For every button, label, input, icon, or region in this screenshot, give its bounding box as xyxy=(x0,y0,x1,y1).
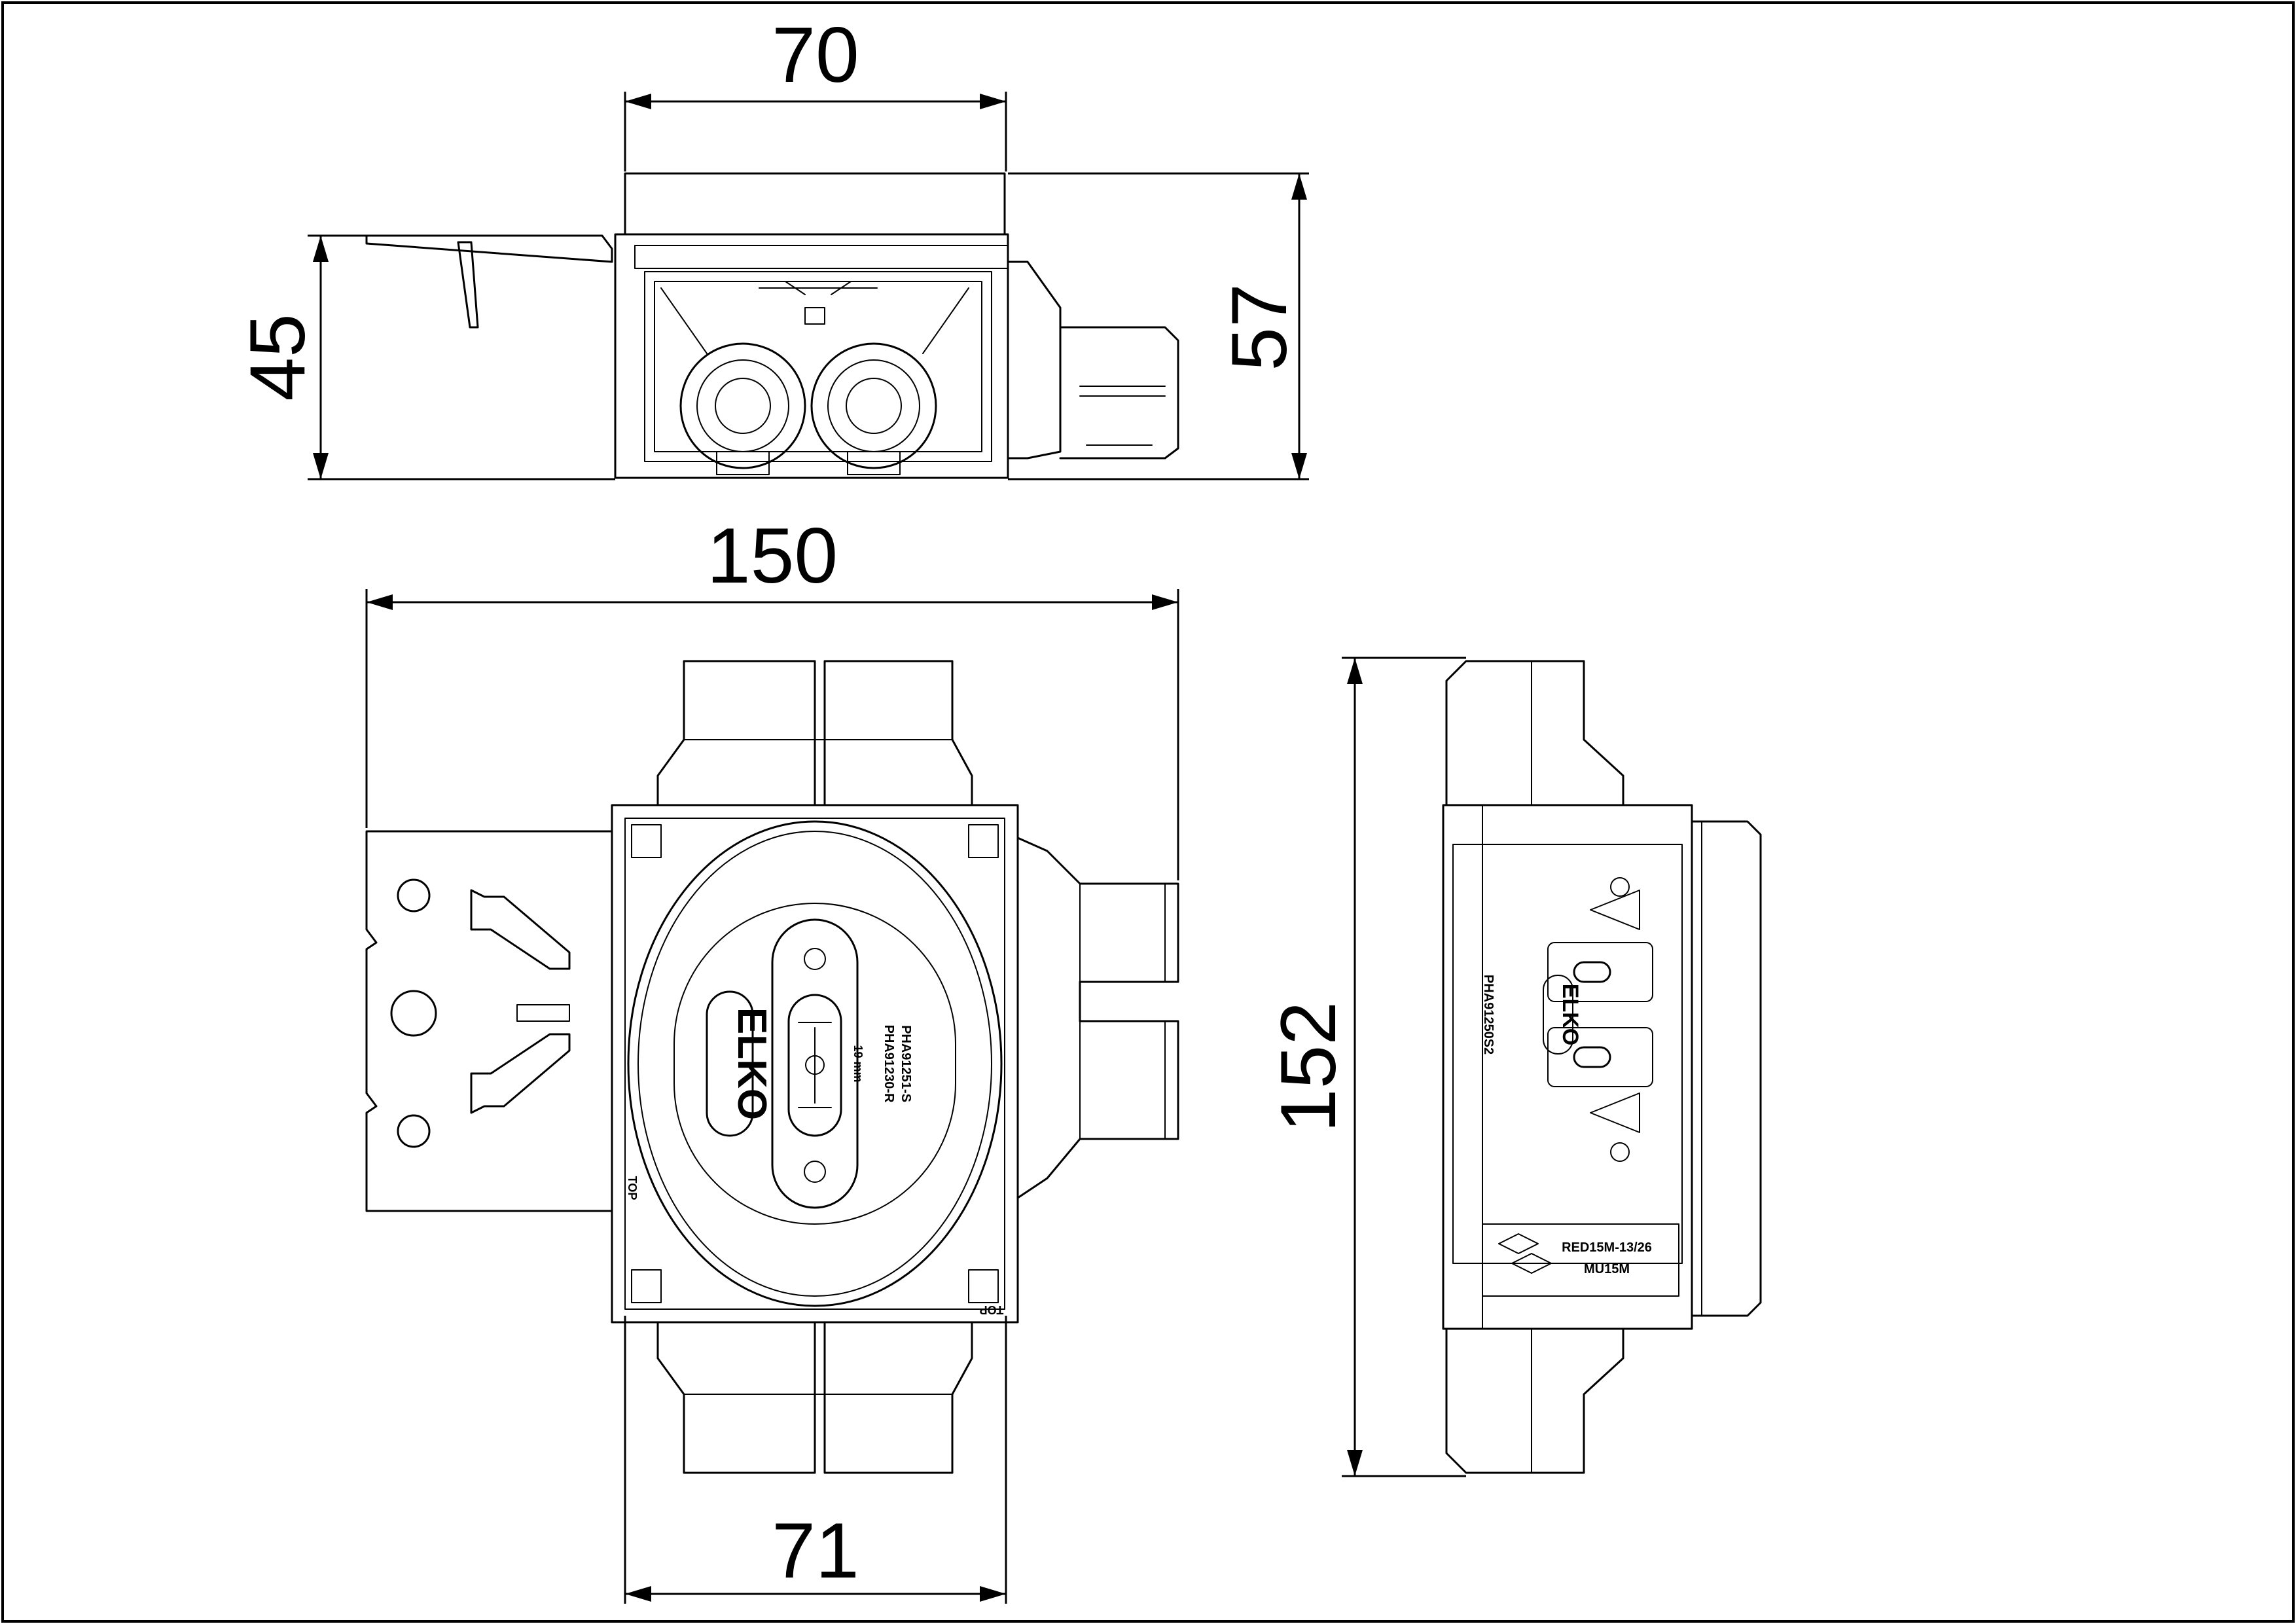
dimension-71-label: 71 xyxy=(772,1507,859,1595)
dimension-150-label: 150 xyxy=(707,512,838,600)
dimension-152: 152 xyxy=(1265,657,1466,1477)
part-number-s: PHA91251-S xyxy=(899,1025,913,1102)
side-part-number: PHA91250S2 xyxy=(1481,975,1496,1055)
dimension-57: 57 xyxy=(1008,172,1309,480)
dimension-45: 45 xyxy=(234,234,615,480)
side-view: ELKO PHA91250S2 RED15M-13/26 MU15M xyxy=(1442,660,1762,1474)
dimension-70-label: 70 xyxy=(772,11,859,99)
top-mark-left: TOP xyxy=(626,1176,639,1200)
top-view xyxy=(365,172,1179,479)
elko-logo: ELKO xyxy=(729,1007,774,1120)
top-mark-right: TOP xyxy=(980,1303,1004,1316)
dimension-70: 70 xyxy=(624,11,1007,171)
front-view: ELKO PHA91230-R PHA91251-S 19 mm TOP TOP xyxy=(365,660,1179,1474)
dimension-152-label: 152 xyxy=(1265,1001,1352,1132)
dimension-57-label: 57 xyxy=(1215,283,1303,370)
dimension-71: 71 xyxy=(624,1316,1007,1604)
plug-label: MU15M xyxy=(1584,1262,1630,1276)
side-elko-logo: ELKO xyxy=(1558,984,1583,1045)
part-number-r: PHA91230-R xyxy=(882,1025,896,1104)
dimension-45-label: 45 xyxy=(234,314,321,401)
range-label: 19 mm xyxy=(852,1045,865,1082)
reducer-label: RED15M-13/26 xyxy=(1562,1240,1652,1255)
dimension-150: 150 xyxy=(365,512,1179,880)
